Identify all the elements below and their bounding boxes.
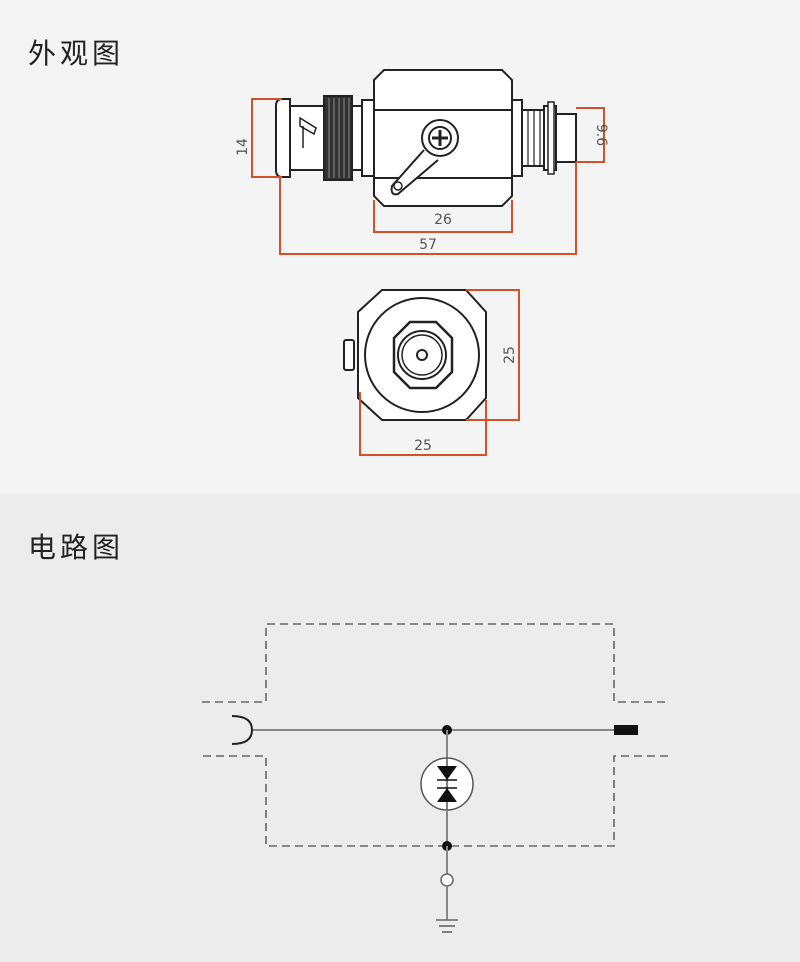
dim-end-width: 25 [414, 438, 432, 454]
end-side-stub [343, 339, 355, 371]
appearance-panel: 外观图 [28, 37, 609, 456]
circuit-diagram [202, 623, 668, 933]
left-collar [361, 99, 375, 177]
knurled-nut [323, 95, 353, 181]
dim-end-height: 25 [502, 346, 518, 364]
ground-icon [436, 919, 458, 933]
circuit-panel: 电路图 [0, 494, 800, 962]
end-view-dimensions [359, 289, 520, 456]
dim-total-length: 57 [419, 237, 437, 253]
input-connector [231, 715, 254, 745]
ground-terminal [440, 873, 454, 887]
output-connector [614, 725, 638, 735]
left-plug-cap [275, 98, 291, 178]
left-neck [351, 105, 363, 171]
right-jack-tip [555, 113, 577, 163]
center-pin [416, 349, 428, 361]
appearance-title: 外观图 [28, 37, 125, 70]
side-view [275, 69, 577, 207]
circuit-title: 电路图 [28, 531, 125, 564]
right-jack-body [521, 109, 545, 167]
ground-lug [390, 149, 439, 196]
dim-height-left: 14 [235, 138, 251, 156]
dashed-enclosure [202, 623, 668, 847]
end-view [343, 289, 487, 421]
left-plug-sleeve [289, 105, 325, 171]
dim-diameter-right: 9.6 [593, 124, 609, 146]
right-collar [511, 99, 523, 177]
side-view-dimensions [251, 98, 605, 255]
appearance-drawing: 14 9.6 26 57 25 25 [235, 69, 609, 456]
dim-body-length: 26 [434, 212, 452, 228]
gas-discharge-tube-icon [420, 757, 474, 811]
bayonet-slot [299, 116, 317, 136]
